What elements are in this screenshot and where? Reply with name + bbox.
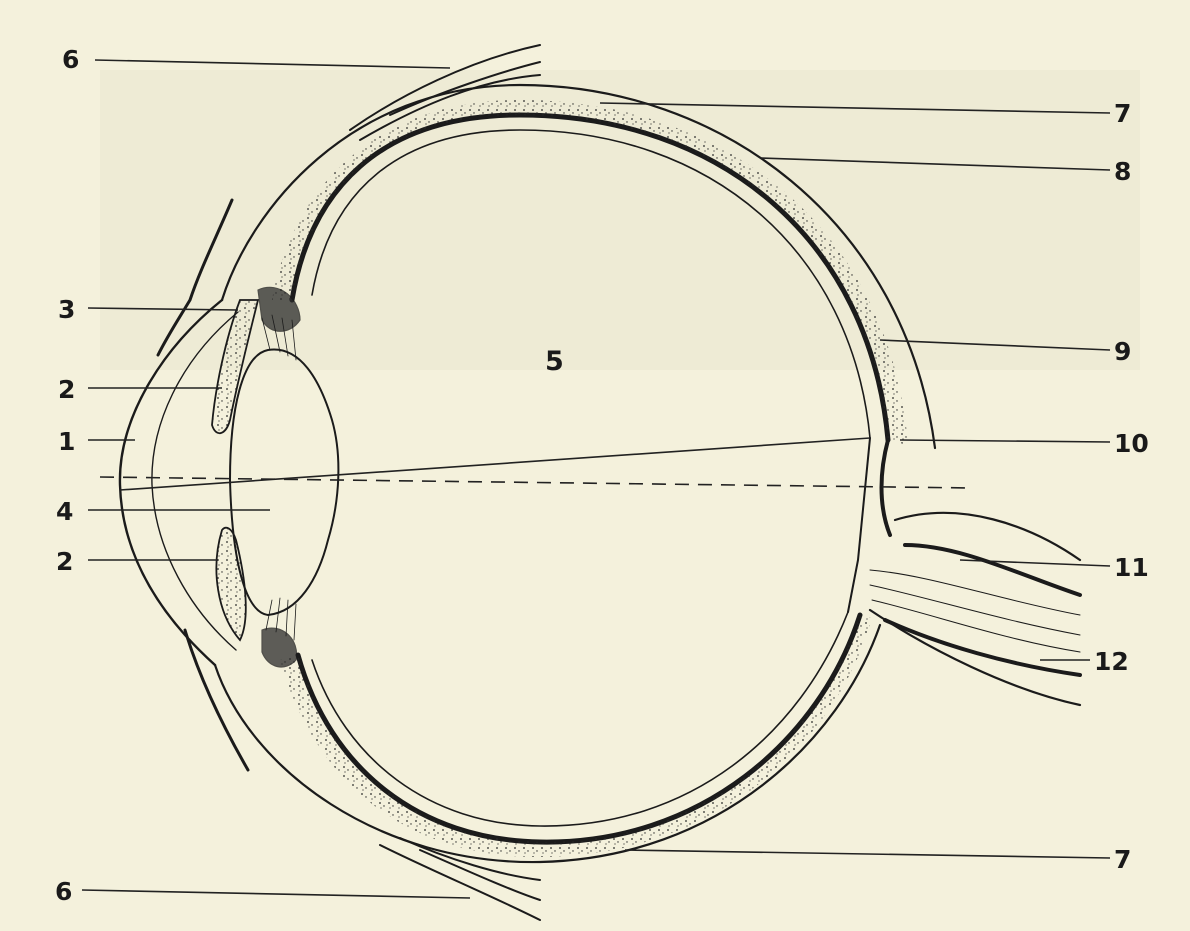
label-7-bottom: 7	[1114, 845, 1131, 874]
optic-nerve-lower	[870, 610, 1080, 705]
leader-6-top	[95, 60, 450, 68]
optic-nerve-upper	[895, 513, 1080, 560]
label-3: 3	[58, 295, 75, 324]
optic-nerve-sheath-2	[885, 620, 1080, 675]
leader-11	[960, 560, 1110, 566]
label-6-top: 6	[62, 45, 79, 74]
label-2-lower: 2	[56, 547, 73, 576]
ciliary-body-lower	[262, 628, 297, 667]
optic-disc	[848, 438, 870, 612]
label-11: 11	[1114, 553, 1149, 582]
label-1: 1	[58, 427, 75, 456]
label-6-bottom: 6	[55, 877, 72, 906]
leader-7-bottom	[625, 850, 1110, 858]
leader-6-bottom	[82, 890, 470, 898]
choroid-stipple-lower	[280, 615, 872, 857]
label-2-upper: 2	[58, 375, 75, 404]
label-12: 12	[1094, 647, 1129, 676]
lens	[230, 350, 338, 615]
label-7-top: 7	[1114, 99, 1131, 128]
label-10: 10	[1114, 429, 1149, 458]
label-5-vitreous: 5	[545, 346, 564, 377]
leader-10	[900, 440, 1110, 442]
label-4: 4	[56, 497, 73, 526]
lower-eyelid	[185, 630, 248, 770]
label-9: 9	[1114, 337, 1131, 366]
label-8: 8	[1114, 157, 1131, 186]
iris-lower	[216, 528, 245, 640]
optic-nerve-sheath-1	[905, 545, 1080, 595]
